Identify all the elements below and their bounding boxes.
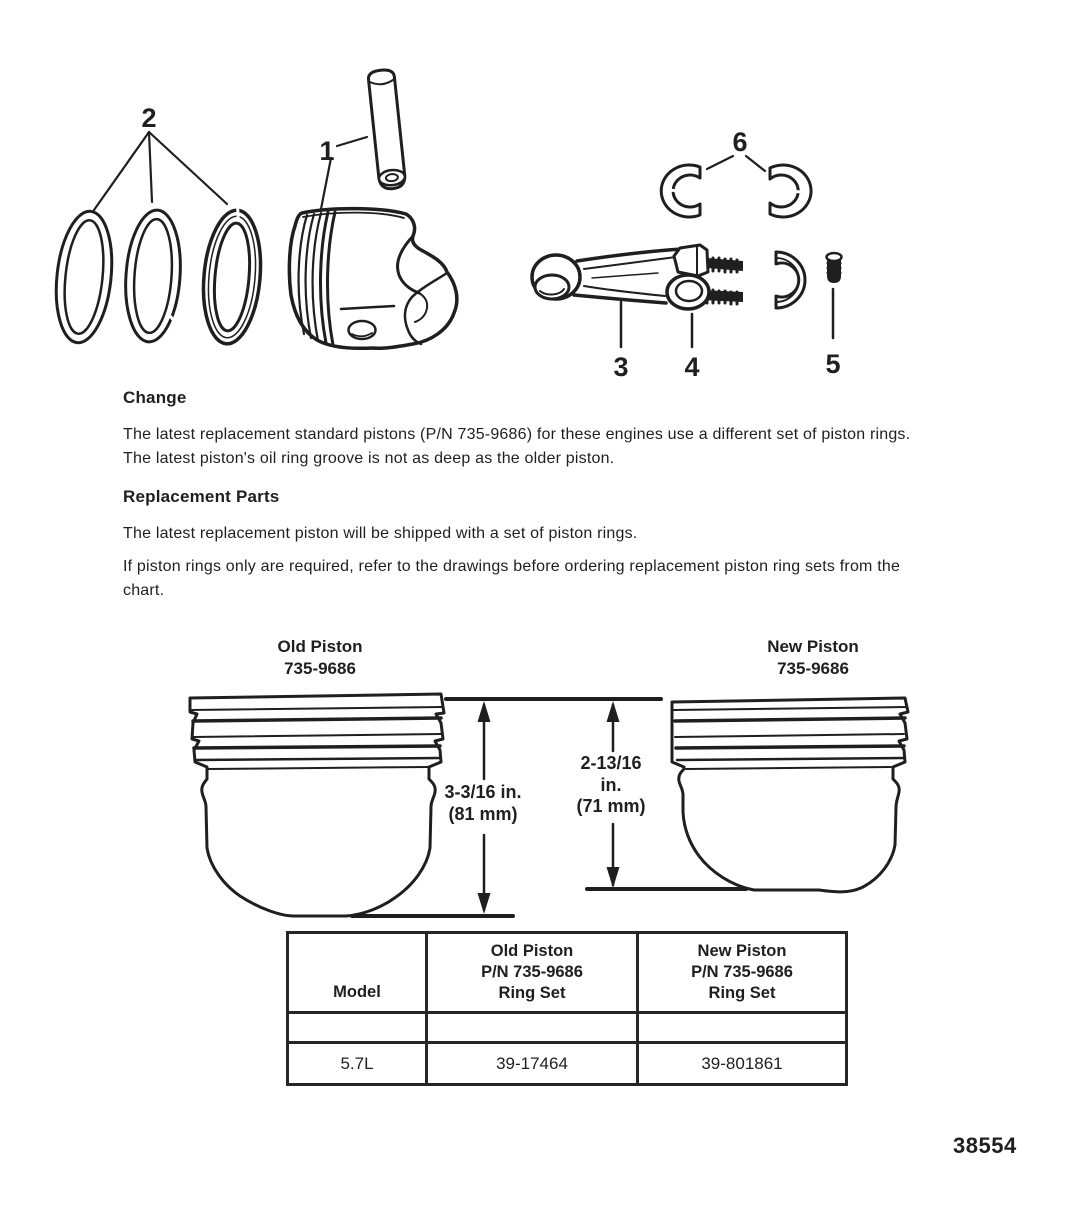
callout-piston-pin: 1 — [319, 136, 334, 166]
table-header-old-piston: Old Piston P/N 735-9686 Ring Set — [425, 931, 639, 1014]
replacement-parts-line-2: If piston rings only are required, refer… — [123, 558, 901, 575]
old-ring-set-cell: 39-17464 — [425, 1041, 639, 1086]
table-header-row: Model Old Piston P/N 735-9686 Ring Set N… — [286, 931, 848, 1014]
piston-pin — [367, 68, 407, 191]
callout-rod-cap: 4 — [684, 352, 699, 382]
piston-rings-group — [54, 130, 263, 346]
new-piston-part-number: 735-9686 — [777, 659, 849, 678]
change-line-2: The latest piston's oil ring groove is n… — [123, 450, 615, 467]
screw — [825, 251, 843, 340]
old-piston-title: Old Piston 735-9686 — [230, 636, 410, 680]
table-header-new-piston: New Piston P/N 735-9686 Ring Set — [636, 931, 848, 1014]
figure-number: 38554 — [953, 1133, 1017, 1158]
old-piston-dimension-label: 3-3/16 in. (81 mm) — [444, 782, 522, 824]
change-heading: Change — [123, 388, 187, 407]
old-piston-title-line: Old Piston — [277, 637, 363, 656]
new-piston-dimension-label: 2-13/16 in. (71 mm) — [576, 753, 646, 816]
upper-bearing-shells — [659, 154, 813, 219]
piston-three-quarter-view — [287, 206, 459, 351]
replacement-parts-paragraph-2: If piston rings only are required, refer… — [123, 555, 900, 603]
callout-connecting-rod: 3 — [613, 352, 628, 382]
replacement-parts-line-3: chart. — [123, 582, 165, 599]
new-piston-title-line: New Piston — [767, 637, 859, 656]
model-cell: 5.7L — [286, 1041, 428, 1086]
table-header-model: Model — [286, 931, 428, 1014]
callout-piston-rings: 2 — [141, 103, 156, 133]
old-piston-part-number: 735-9686 — [284, 659, 356, 678]
callout-bearing-set: 6 — [732, 127, 747, 157]
new-ring-set-cell: 39-801861 — [636, 1041, 848, 1086]
table-spacer-row — [286, 1011, 848, 1044]
new-piston-title: New Piston 735-9686 — [723, 636, 903, 680]
replacement-parts-paragraph-1: The latest replacement piston will be sh… — [123, 522, 637, 546]
lower-bearing-shell — [774, 250, 807, 310]
change-line-1: The latest replacement standard pistons … — [123, 426, 911, 443]
new-piston-cross-section — [670, 696, 910, 894]
ring-set-table: Model Old Piston P/N 735-9686 Ring Set N… — [286, 931, 848, 1086]
connecting-rod — [530, 243, 743, 349]
change-paragraph: The latest replacement standard pistons … — [123, 423, 910, 471]
callout-screw: 5 — [825, 349, 840, 379]
old-piston-cross-section — [188, 692, 446, 918]
table-row: 5.7L 39-17464 39-801861 — [286, 1041, 848, 1086]
replacement-parts-line-1: The latest replacement piston will be sh… — [123, 525, 638, 542]
dimension-lines — [350, 697, 748, 918]
replacement-parts-heading: Replacement Parts — [123, 487, 280, 506]
